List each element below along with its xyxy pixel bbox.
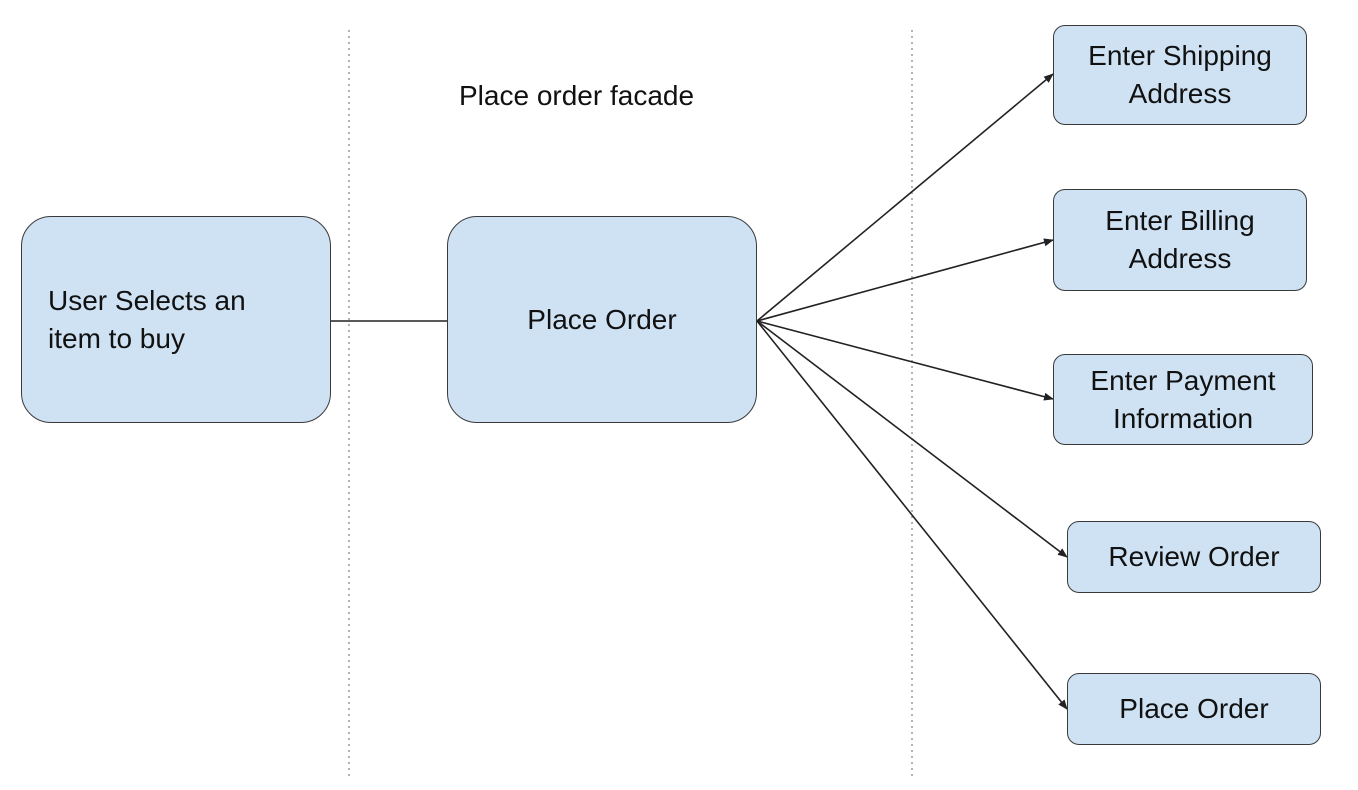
edge-facade-to-place (756, 320, 1068, 710)
edge-facade-to-billing (756, 238, 1054, 322)
node-enter-payment-information[interactable]: Enter Payment Information (1053, 354, 1313, 445)
node-enter-billing-address[interactable]: Enter Billing Address (1053, 189, 1307, 291)
facade-caption: Place order facade (459, 80, 695, 111)
edge-facade-to-shipping (756, 73, 1054, 322)
node-place-order-facade[interactable]: Place Order (447, 216, 757, 423)
node-place-order-final[interactable]: Place Order (1067, 673, 1321, 745)
edge-facade-to-review (756, 320, 1068, 558)
node-user-selects[interactable]: User Selects an item to buy (21, 216, 331, 423)
node-review-order[interactable]: Review Order (1067, 521, 1321, 593)
node-enter-shipping-address[interactable]: Enter Shipping Address (1053, 25, 1307, 125)
edge-facade-to-payment (756, 320, 1054, 401)
